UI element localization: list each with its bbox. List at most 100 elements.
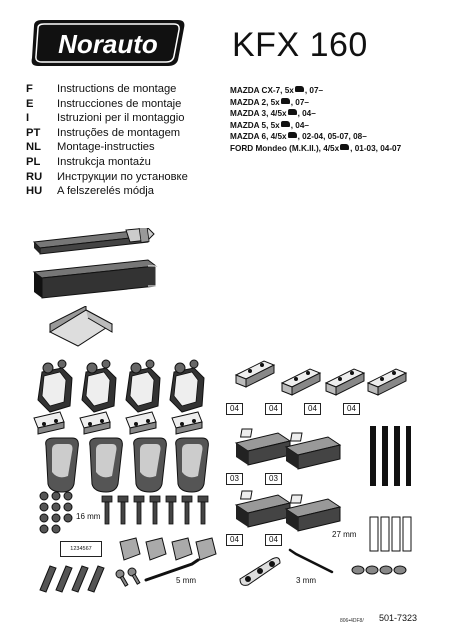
language-text: Montage-instructies — [57, 141, 155, 154]
vehicle-item: MAZDA 6, 4/5x, 02-04, 05-07, 08– — [230, 131, 401, 143]
language-item: F Instructions de montage — [26, 82, 188, 97]
foot-bracket — [79, 411, 111, 435]
vehicle-years: , 04– — [290, 120, 309, 130]
rubber-pad — [133, 437, 167, 493]
nut — [39, 524, 49, 534]
nut — [63, 502, 73, 512]
part-tag: 04 — [265, 403, 282, 415]
rod — [382, 426, 388, 486]
clamp-pad — [235, 490, 291, 528]
rubber-pads — [45, 437, 209, 493]
rubber-pad — [175, 437, 209, 493]
roof-bars-illustration — [32, 228, 158, 299]
allen-key-5mm — [144, 558, 200, 582]
foot-pack — [37, 359, 73, 413]
nut — [39, 491, 49, 501]
nut — [51, 502, 61, 512]
washer — [379, 565, 393, 575]
vehicle-model: MAZDA 6, 4/5x — [230, 132, 287, 141]
rubber-pad — [89, 437, 123, 493]
foot-bracket — [171, 411, 203, 435]
part-tag: 04 — [226, 534, 243, 546]
label-16mm: 16 mm — [76, 512, 101, 521]
bracket-plate — [235, 360, 275, 388]
foot-pack — [81, 359, 117, 413]
key-icon — [115, 569, 129, 587]
label-5mm: 5 mm — [176, 576, 196, 585]
vehicle-model: MAZDA 3, 4/5x — [230, 109, 287, 118]
roof-bar-upper — [32, 229, 150, 255]
model-title: KFX 160 — [232, 26, 368, 64]
lock-cylinder — [55, 565, 73, 593]
language-text: A felszerelés módja — [57, 185, 155, 198]
car-icon — [280, 97, 290, 104]
footer-code: 806•4DF8/ — [340, 618, 364, 624]
nut — [51, 524, 61, 534]
lock-cylinder — [87, 565, 105, 593]
bolt — [117, 495, 129, 525]
end-cap — [125, 228, 155, 243]
nut — [51, 513, 61, 523]
part-tag: 04 — [304, 403, 321, 415]
roof-bar-lower — [32, 259, 158, 299]
language-code: E — [26, 97, 34, 110]
language-item: NL Montage-instructies — [26, 140, 188, 155]
document-number: 501-7323 — [379, 613, 418, 623]
spacer-tube — [402, 516, 412, 552]
spacer-tube — [391, 516, 401, 552]
car-icon — [280, 120, 290, 127]
language-code: NL — [26, 141, 41, 154]
vehicle-item: MAZDA 3, 4/5x, 04– — [230, 108, 401, 120]
end-cap — [171, 537, 193, 561]
vehicle-years: , 07– — [290, 97, 309, 107]
vehicle-model: MAZDA 2, 5x — [230, 97, 280, 107]
clamp-pad — [235, 428, 291, 466]
language-code: F — [26, 83, 33, 95]
vehicle-list: MAZDA CX-7, 5x, 07– MAZDA 2, 5x , 07– MAZ… — [230, 85, 401, 154]
mounting-brackets-04 — [235, 360, 407, 396]
language-item: RU Инструкции по установке — [26, 170, 188, 185]
nut — [51, 491, 61, 501]
washer — [393, 565, 407, 575]
washer — [365, 565, 379, 575]
foot-bracket — [33, 411, 65, 435]
part-tag: 04 — [226, 403, 243, 415]
language-code: RU — [26, 170, 43, 183]
language-text: Instrukcja montażu — [57, 155, 151, 168]
washers — [351, 565, 407, 575]
bar-profile-cover — [48, 306, 113, 347]
spacer-tube — [380, 516, 390, 552]
vehicle-years: , 01-03, 04-07 — [350, 143, 402, 153]
language-code: PL — [26, 155, 41, 168]
part-tag: 03 — [265, 473, 282, 485]
bolt — [181, 495, 193, 525]
language-text: Инструкции по установке — [57, 170, 188, 183]
locks-and-keys — [39, 565, 141, 593]
nut — [63, 513, 73, 523]
allen-key-3mm — [288, 548, 334, 574]
clamp-pad — [285, 432, 341, 470]
vehicle-item: MAZDA CX-7, 5x, 07– — [230, 85, 401, 97]
foot-pack — [169, 359, 205, 413]
car-icon — [294, 86, 304, 92]
rod — [406, 426, 411, 486]
clamp-pads-03 — [235, 428, 341, 470]
language-code: I — [26, 112, 30, 125]
nut — [63, 491, 73, 501]
nut — [39, 513, 49, 523]
clamp-pad — [285, 494, 341, 532]
language-text: Instructions de montage — [57, 83, 177, 95]
bolts-16mm — [101, 495, 209, 525]
part-tag: 03 — [226, 473, 243, 485]
bolt — [149, 495, 161, 525]
bracket-plate — [367, 368, 407, 396]
nut — [39, 502, 49, 512]
end-cap — [145, 537, 167, 561]
car-icon — [287, 109, 297, 115]
vehicle-model: MAZDA 5, 5x — [230, 120, 280, 130]
